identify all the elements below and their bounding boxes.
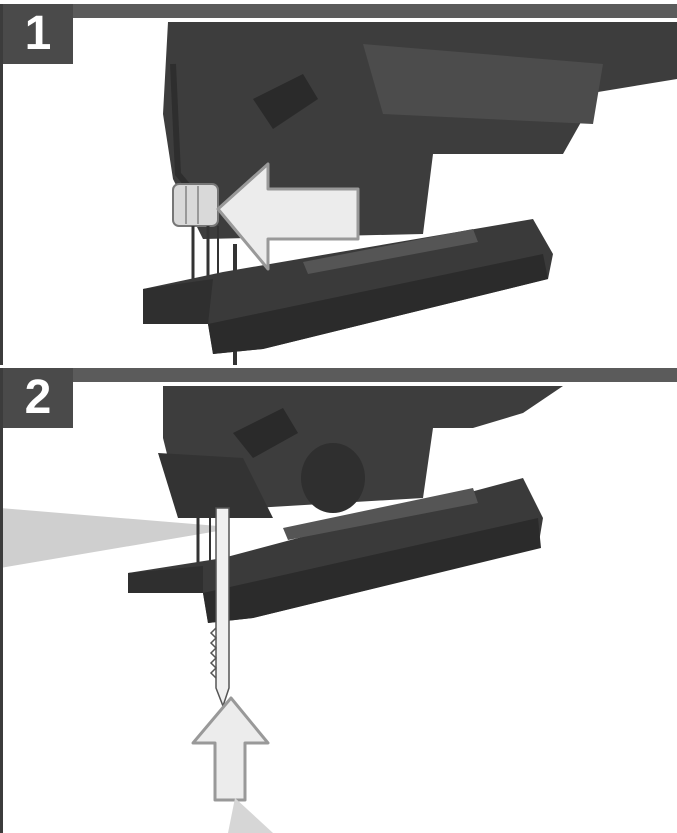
base-plate-rail (303, 229, 478, 274)
blade-clamp-ring (172, 183, 219, 227)
arrow-left-icon (216, 162, 360, 271)
jigsaw-vent (253, 74, 318, 129)
arrow-up-icon (191, 696, 270, 802)
jigsaw-support-roller (301, 443, 365, 513)
step-1-number: 1 (3, 4, 73, 64)
jigsaw-icon (143, 22, 677, 365)
callout-wedge-bottom (228, 798, 273, 833)
base-plate-front (203, 518, 541, 623)
jigsaw-grip (363, 44, 603, 124)
saw-blade-icon (215, 507, 230, 709)
jigsaw-lower-housing (158, 453, 273, 518)
jigsaw-icon (3, 386, 563, 833)
base-plate-side (128, 566, 203, 593)
callout-wedge (3, 508, 218, 568)
base-plate-side (143, 279, 213, 324)
step-1-header-bar (3, 4, 677, 18)
step-2-panel: 2 (0, 368, 677, 833)
jigsaw-vent (233, 408, 298, 458)
base-plate-front (208, 254, 548, 354)
saw-blade-teeth (209, 627, 218, 679)
step-2-number: 2 (3, 368, 73, 428)
step-2-header-bar (3, 368, 677, 382)
base-plate-rail (283, 488, 478, 540)
jigsaw-body (163, 386, 563, 508)
step-1-panel: 1 (0, 4, 677, 365)
